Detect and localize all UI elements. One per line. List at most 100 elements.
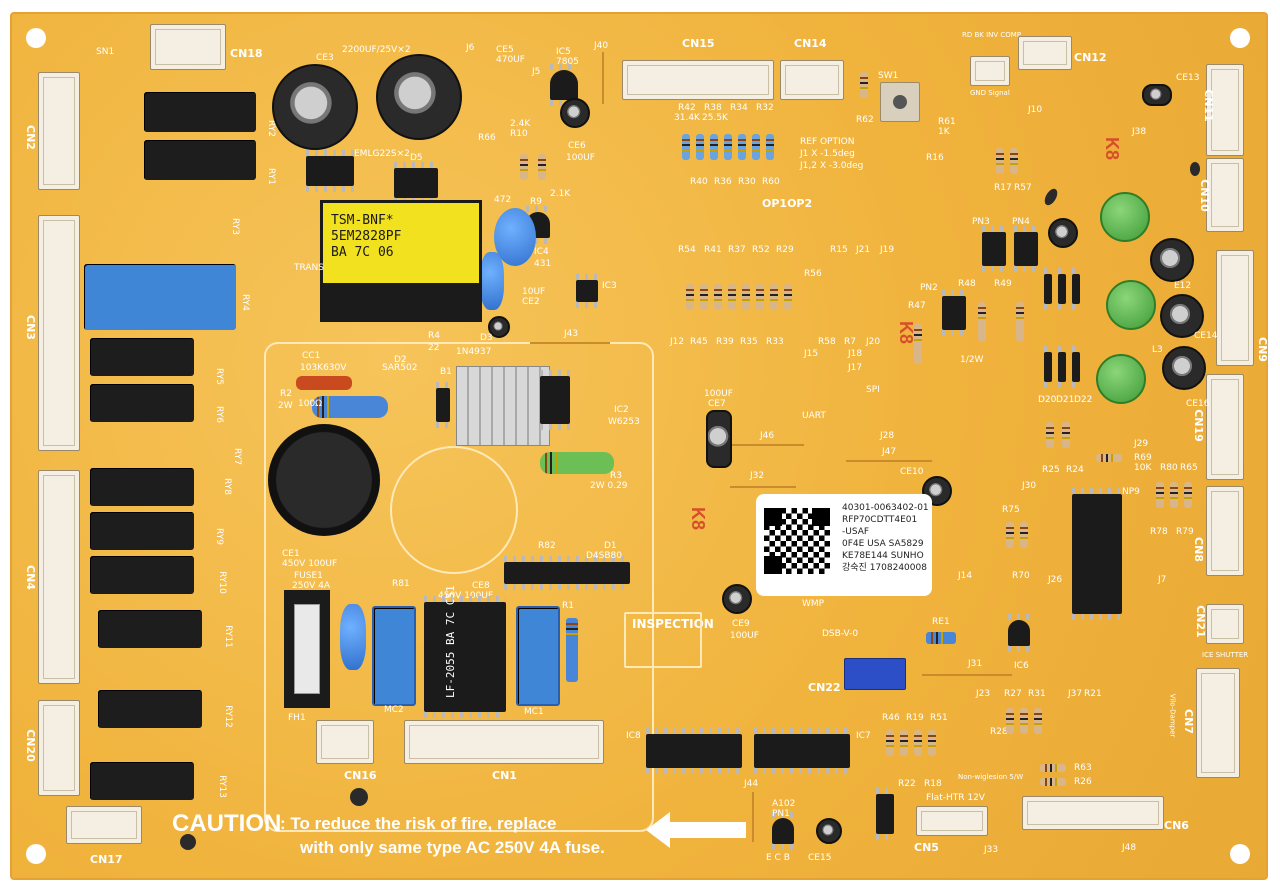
label-r61-val: 1K [938,127,950,137]
label-ecb: E C B [766,853,790,863]
connector-cn19 [1206,374,1244,480]
label-ice-shutter: ICE SHUTTER [1202,651,1249,659]
label-r2-val2: 100Ω [298,399,323,409]
label-cn5: CN5 [914,841,939,854]
label-r32: R32 [756,103,774,113]
label-r25: R25 [1042,465,1060,475]
ic-ic3 [576,274,598,308]
label-cn1: CN1 [492,769,517,782]
ic-ic2 [540,370,570,430]
connector-cn21 [1206,604,1244,644]
label-r7: R7 [844,337,856,347]
label-half-w: 1/2W [960,355,984,365]
relay-ry4 [84,264,236,330]
fuse-fh1 [284,590,330,708]
ink-mark [1042,186,1060,208]
label-r60: R60 [762,177,780,187]
label-r46: R46 [882,713,900,723]
resistor-r1 [566,618,578,682]
resistor-array [752,134,760,160]
label-cn3: CN3 [23,315,37,340]
label-r3-val: 2W 0.29 [590,481,628,491]
resistor-r80 [1156,482,1164,508]
label-ce15: CE15 [808,853,832,863]
label-d2: D2 [394,355,407,365]
resistor-r65 [1184,482,1192,508]
label-mc2: MC2 [384,705,404,715]
resistor-group [1006,708,1014,734]
label-vilo-damper: Vilo-Damper [1168,693,1177,738]
k8-marker: K8 [896,320,917,345]
label-ry4: RY4 [239,294,250,311]
capacitor-ce3b [376,54,462,140]
resistor-array [724,134,732,160]
connector-pn3 [982,226,1006,272]
label-j44: J44 [744,779,759,789]
mounting-hole [26,844,46,864]
mounting-hole [1230,844,1250,864]
label-r27: R27 [1004,689,1022,699]
label-r45: R45 [690,337,708,347]
label-j43: J43 [564,329,579,339]
label-j26: J26 [1048,575,1063,585]
label-ic4-val: 431 [534,259,552,269]
label-op: OP1OP2 [762,197,813,210]
capacitor-ce6 [560,98,590,128]
relay-ry9 [90,512,194,550]
sticker-tag: WMP [802,599,825,609]
label-np9: NP9 [1122,487,1140,497]
label-ry13: RY13 [216,775,227,798]
label-d3-val: 1N4937 [456,347,492,357]
relay-ry1 [144,140,256,180]
connector-inv [970,56,1010,86]
label-cn8: CN8 [1191,537,1205,562]
k8-marker: K8 [1102,136,1123,161]
filter-lf2055: LF-2055 BA 7C C51 [424,585,506,718]
label-cn17: CN17 [90,853,123,866]
label-r81: R81 [392,579,410,589]
label-d5: D5 [410,153,423,163]
label-ce7: CE7 [708,399,726,409]
resistor-r47 [914,324,922,364]
sticker-line: RFP70CDTT4E01 [842,515,918,525]
label-d1: D1 [604,541,617,551]
diode-d22 [1072,346,1080,388]
switch-sw1[interactable] [880,82,920,122]
transformer-line2: 5EM2828PF [331,229,402,244]
resistor-r9a [538,154,546,180]
resistor-r69 [1096,454,1122,462]
label-pn2: PN2 [920,283,938,293]
resistor-r17 [996,148,1004,174]
resistor-r75b [1020,522,1028,548]
label-ic5: IC5 [556,47,571,57]
capacitor-ce1 [268,424,380,536]
capacitor-ce7 [706,410,732,468]
sticker-line: 0F4E USA SA5829 [842,539,924,549]
label-ce9-val: 100UF [730,631,759,641]
ic-ic7 [754,728,850,774]
resistor-r80b [1170,482,1178,508]
ref-option-row1: J1 X -1.5deg [800,149,855,159]
label-ic6: IC6 [1014,661,1029,671]
label-ry12: RY12 [222,705,233,728]
label-ce6: CE6 [568,141,586,151]
label-r40: R40 [690,177,708,187]
label-j17: J17 [848,363,863,373]
label-j7: J7 [1158,575,1167,585]
label-j31: J31 [968,659,983,669]
resistor-field [784,284,792,310]
connector-cn15 [622,60,774,100]
label-j37: J37 [1068,689,1083,699]
label-r3: R3 [610,471,622,481]
resistor-r26 [1040,778,1066,786]
label-r2-val: 2W [278,401,293,411]
label-a102: A102 [772,799,796,809]
capacitor-ce9 [722,584,752,614]
label-d1-val: D4SB80 [586,551,622,561]
label-cn2: CN2 [23,125,37,150]
ink-mark [1190,162,1200,176]
label-ic5-val: 7805 [556,57,579,67]
resistor-field [742,284,750,310]
connector-cn18 [150,24,226,70]
inductor-l3 [1096,354,1146,404]
